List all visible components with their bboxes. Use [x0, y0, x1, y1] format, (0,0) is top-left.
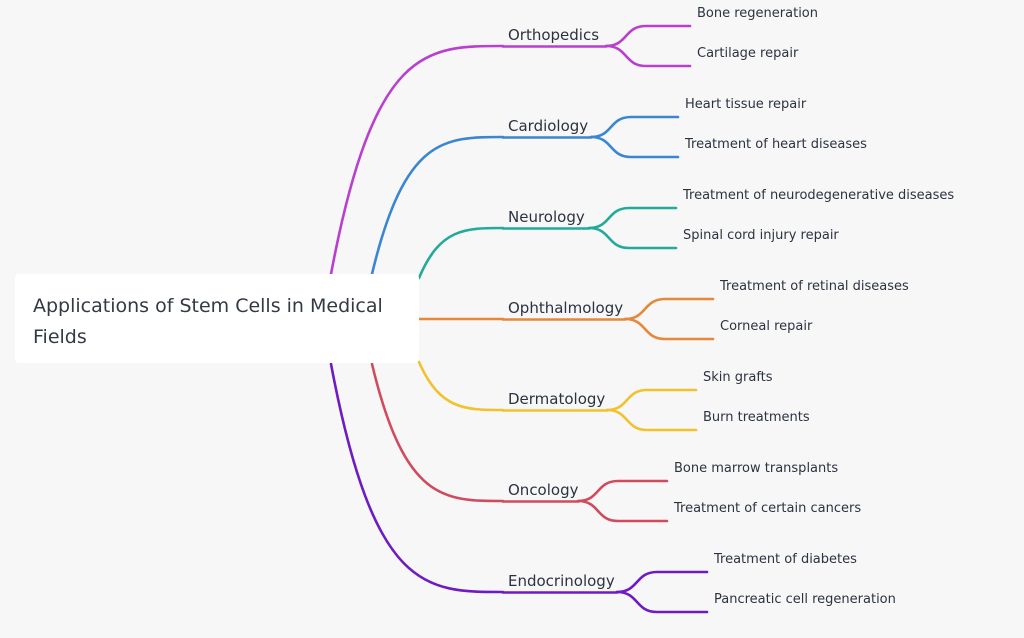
- branch-neurology[interactable]: Neurology: [508, 208, 585, 226]
- leaf-bone-marrow-transplants[interactable]: Bone marrow transplants: [674, 461, 839, 476]
- leaf-treatment-of-certain-cancers[interactable]: Treatment of certain cancers: [674, 501, 862, 516]
- root-node[interactable]: Applications of Stem Cells in Medical Fi…: [15, 274, 419, 363]
- root-connector-cardiology: [370, 135, 505, 276]
- leaf-cartilage-repair[interactable]: Cartilage repair: [697, 46, 799, 61]
- leaf-connector-burn-treatments: [605, 408, 698, 432]
- leaf-treatment-of-retinal-diseases[interactable]: Treatment of retinal diseases: [720, 279, 909, 294]
- leaf-connector-pancreatic-cell-regeneration: [615, 590, 709, 614]
- leaf-treatment-of-neurodegenerative-diseases[interactable]: Treatment of neurodegenerative diseases: [683, 188, 955, 203]
- leaf-bone-regeneration[interactable]: Bone regeneration: [697, 6, 818, 21]
- branch-cardiology[interactable]: Cardiology: [508, 117, 589, 135]
- leaf-connector-spinal-cord-injury-repair: [587, 226, 678, 250]
- leaf-pancreatic-cell-regeneration[interactable]: Pancreatic cell regeneration: [714, 592, 896, 607]
- branch-oncology[interactable]: Oncology: [508, 481, 579, 499]
- root-connector-oncology: [370, 362, 505, 503]
- root-connector-orthopedics: [329, 44, 505, 276]
- root-connector-neurology: [417, 226, 505, 280]
- leaf-treatment-of-diabetes[interactable]: Treatment of diabetes: [714, 552, 857, 567]
- leaf-connector-treatment-of-neurodegenerative-diseases: [587, 206, 678, 230]
- leaf-connector-bone-regeneration: [604, 24, 692, 48]
- root-connector-endocrinology: [329, 362, 505, 594]
- leaf-connector-treatment-of-heart-diseases: [589, 135, 680, 159]
- leaf-connector-treatment-of-retinal-diseases: [623, 297, 715, 321]
- leaf-heart-tissue-repair[interactable]: Heart tissue repair: [685, 97, 807, 112]
- branch-endocrinology[interactable]: Endocrinology: [508, 572, 615, 590]
- leaf-connector-bone-marrow-transplants: [576, 479, 669, 503]
- root-label: Applications of Stem Cells in Medical Fi…: [33, 295, 383, 348]
- leaf-connector-treatment-of-certain-cancers: [576, 499, 669, 523]
- branch-ophthalmology[interactable]: Ophthalmology: [508, 299, 624, 317]
- leaf-connector-heart-tissue-repair: [589, 115, 680, 139]
- leaf-spinal-cord-injury-repair[interactable]: Spinal cord injury repair: [683, 228, 839, 243]
- leaf-skin-grafts[interactable]: Skin grafts: [703, 370, 773, 385]
- leaf-connector-skin-grafts: [605, 388, 698, 412]
- leaf-connector-corneal-repair: [623, 317, 715, 341]
- branch-orthopedics[interactable]: Orthopedics: [508, 26, 600, 44]
- leaf-corneal-repair[interactable]: Corneal repair: [720, 319, 813, 334]
- leaf-treatment-of-heart-diseases[interactable]: Treatment of heart diseases: [685, 137, 867, 152]
- branch-dermatology[interactable]: Dermatology: [508, 390, 606, 408]
- root-connector-dermatology: [417, 360, 505, 412]
- leaf-connector-cartilage-repair: [604, 44, 692, 68]
- leaf-burn-treatments[interactable]: Burn treatments: [703, 410, 810, 425]
- leaf-connector-treatment-of-diabetes: [615, 570, 709, 594]
